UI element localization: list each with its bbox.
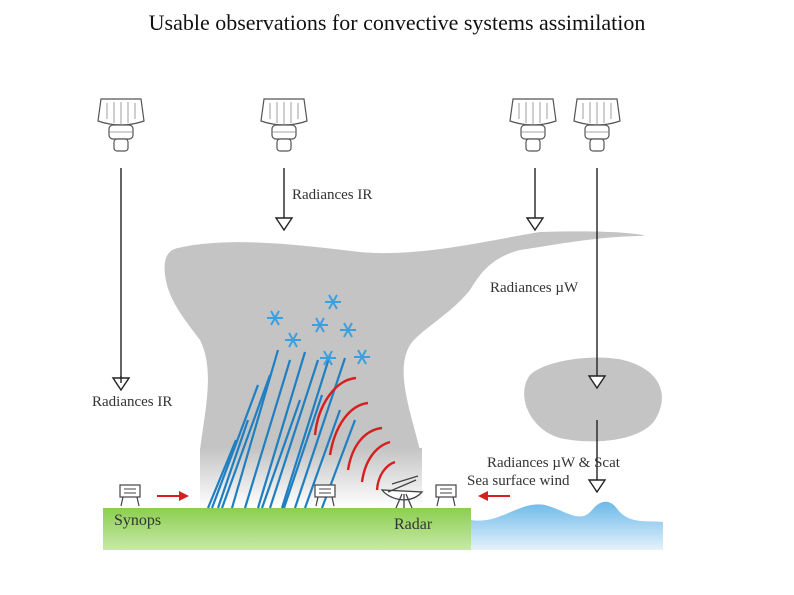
radar-echo-arcs [313, 376, 396, 491]
observation-arrows [111, 168, 607, 494]
label-sea-surface-wind: Sea surface wind [467, 473, 570, 489]
radar-dish-icon [380, 475, 424, 509]
satellite-icon [97, 98, 621, 152]
label-radiances-uw-scat: Radiances µW & Scat [487, 455, 620, 471]
page-title: Usable observations for convective syste… [148, 10, 646, 35]
wind-arrow-icon [157, 491, 510, 501]
label-radiances-ir-left: Radiances IR [92, 394, 173, 410]
label-radiances-uw: Radiances µW [490, 280, 579, 296]
label-synops: Synops [114, 512, 162, 529]
label-radiances-ir-top: Radiances IR [292, 187, 373, 203]
label-radar: Radar [394, 516, 433, 533]
convective-cloud [164, 231, 645, 450]
small-cloud [524, 357, 662, 442]
sea-surface [471, 501, 663, 550]
land-surface [103, 508, 471, 550]
